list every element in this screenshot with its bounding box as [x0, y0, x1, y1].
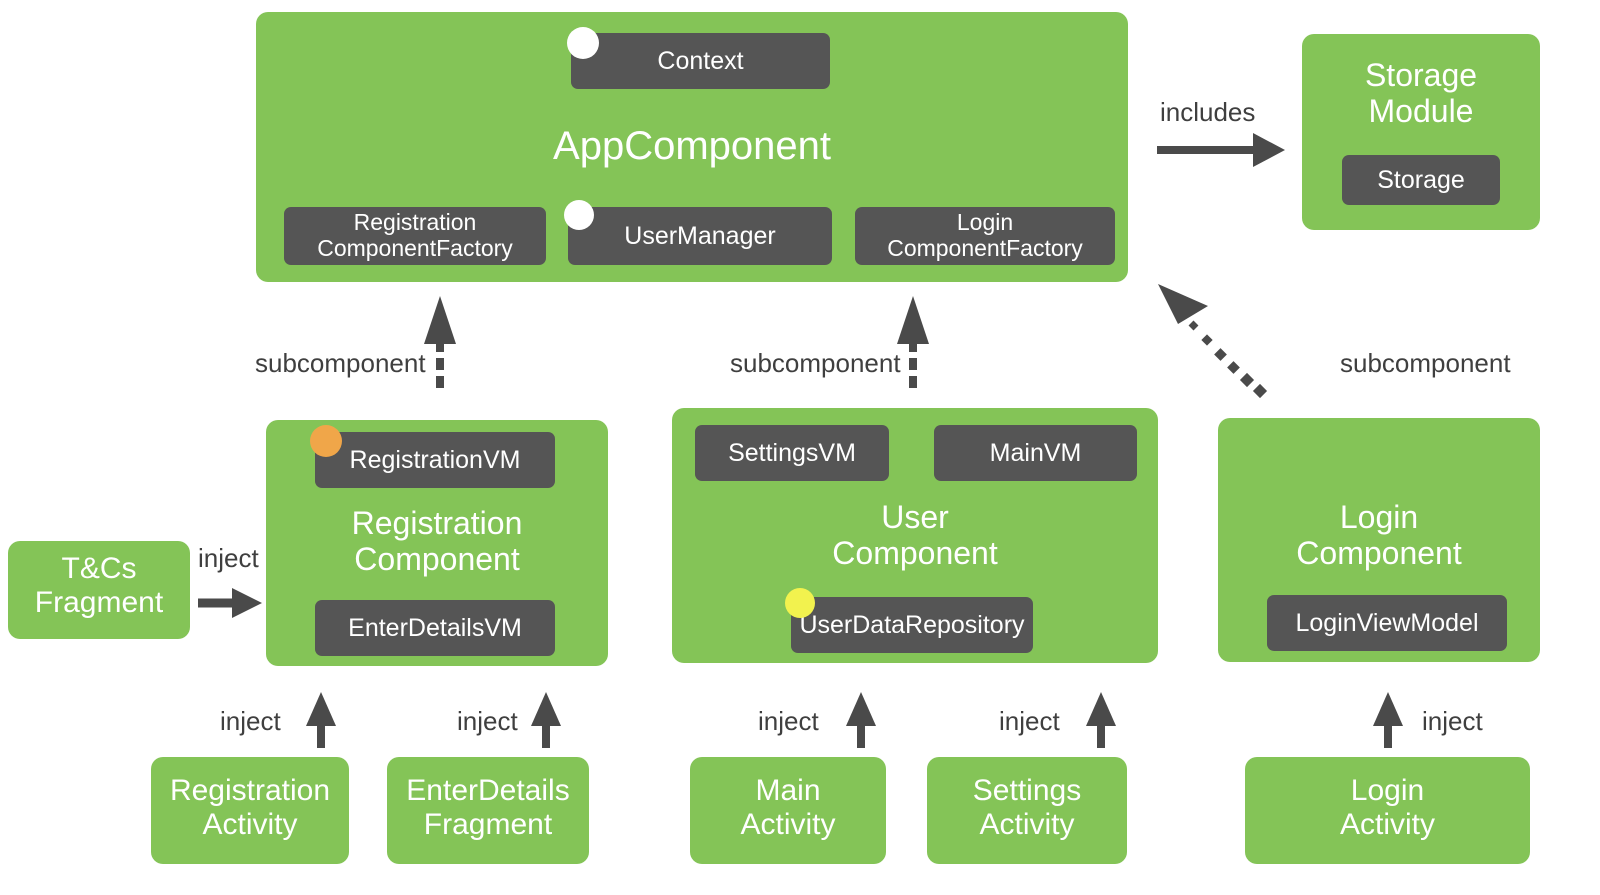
binding-context[interactable]: Context [571, 33, 830, 89]
includes-label: includes [1160, 97, 1256, 127]
binding-registration-vm[interactable]: RegistrationVM [315, 432, 555, 488]
settings-activity-box[interactable] [927, 757, 1127, 864]
binding-login-component-factory[interactable]: Login ComponentFactory [855, 207, 1115, 265]
inject-label-enter-details-fragment: inject [457, 706, 518, 736]
binding-registration-component-factory[interactable]: Registration ComponentFactory [284, 207, 546, 265]
inject-label-tcs: inject [198, 543, 259, 573]
settings-activity-title: Settings Activity [972, 774, 1082, 841]
inject-arrow-registration-activity [306, 692, 336, 748]
main-activity-title: Main Activity [740, 774, 836, 841]
provision-dot-context [567, 27, 599, 59]
tcs-fragment-box[interactable] [8, 541, 190, 639]
subcomponent-arrow-registration [424, 296, 456, 388]
inject-arrow-enter-details-fragment [531, 692, 561, 748]
subcomponent-label-login: subcomponent [1340, 348, 1511, 378]
inject-label-login-activity: inject [1422, 706, 1483, 736]
inject-arrow-login-activity [1373, 692, 1403, 748]
inject-label-registration-activity: inject [220, 706, 281, 736]
binding-settings-vm[interactable]: SettingsVM [695, 425, 889, 481]
subcomponent-label-registration: subcomponent [255, 348, 426, 378]
provision-dot-user-data-repository [785, 588, 815, 618]
subcomponent-arrow-user [897, 296, 929, 388]
user-component-title: User Component [832, 499, 998, 571]
inject-arrow-tcs [198, 588, 262, 618]
inject-label-main-activity: inject [758, 706, 819, 736]
subcomponent-label-user: subcomponent [730, 348, 901, 378]
registration-component-title: Registration Component [351, 505, 523, 577]
subcomponent-arrow-login [1158, 284, 1268, 399]
storage-module-title: Storage Module [1364, 57, 1478, 129]
binding-main-vm[interactable]: MainVM [934, 425, 1137, 481]
app-component-title: AppComponent [553, 124, 831, 168]
inject-label-settings-activity: inject [999, 706, 1060, 736]
login-component-title: Login Component [1296, 499, 1462, 571]
enter-details-fragment-title: EnterDetails Fragment [406, 774, 570, 841]
includes-arrow [1157, 133, 1285, 167]
registration-activity-title: Registration Activity [169, 774, 331, 841]
inject-arrow-main-activity [846, 692, 876, 748]
main-activity-box[interactable] [690, 757, 886, 864]
tcs-fragment-title: T&Cs Fragment [34, 552, 164, 619]
binding-storage[interactable]: Storage [1342, 155, 1500, 205]
provision-dot-registration-vm [310, 425, 342, 457]
registration-activity-box[interactable] [151, 757, 349, 864]
binding-enter-details-vm[interactable]: EnterDetailsVM [315, 600, 555, 656]
binding-login-view-model[interactable]: LoginViewModel [1267, 595, 1507, 651]
provision-dot-user-manager [564, 200, 594, 230]
enter-details-fragment-box[interactable] [387, 757, 589, 864]
login-activity-title: Login Activity [1339, 774, 1435, 841]
binding-user-manager[interactable]: UserManager [568, 207, 832, 265]
inject-arrow-settings-activity [1086, 692, 1116, 748]
login-activity-box[interactable] [1245, 757, 1530, 864]
binding-user-data-repository[interactable]: UserDataRepository [791, 597, 1033, 653]
